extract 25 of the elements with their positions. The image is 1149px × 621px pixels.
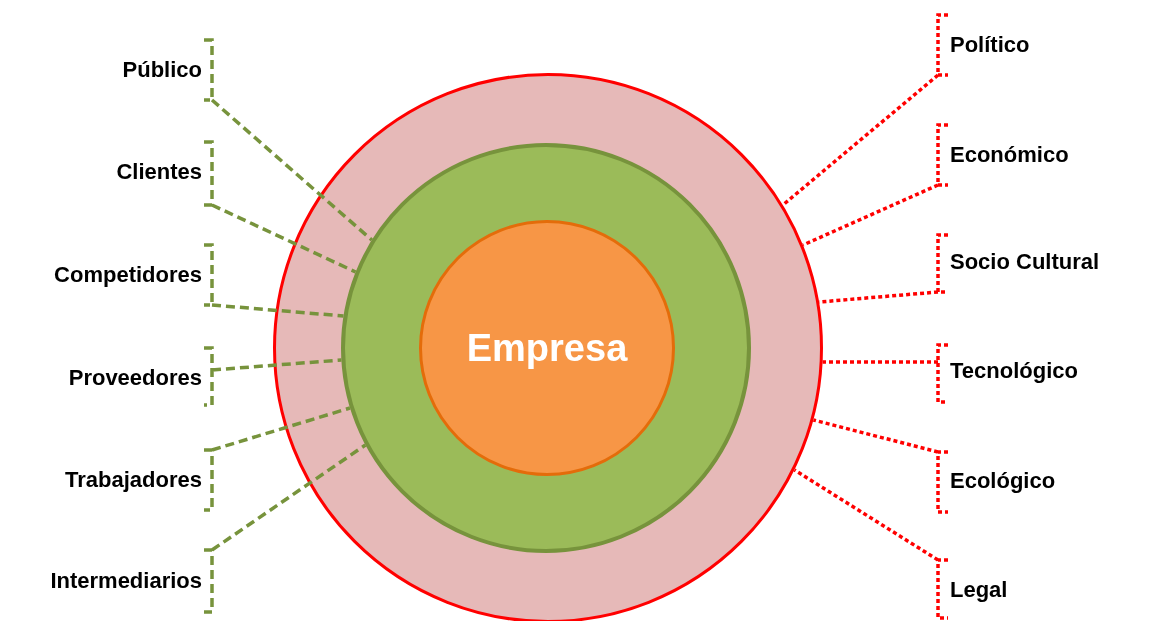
leader-line [811,418,950,514]
factor-label: Ecológico [950,468,1056,494]
factor-label: Público [122,57,202,83]
leader-line [792,468,950,620]
factor-label: Político [950,32,1030,58]
leader-line [202,38,374,242]
factor-label: Clientes [116,159,202,185]
leader-line [202,406,352,512]
factor-label: Trabajadores [65,467,202,493]
factor-label: Legal [950,577,1008,603]
factor-label: Económico [950,142,1069,168]
factor-label: Tecnológico [950,358,1078,384]
leader-line [817,233,950,304]
leader-line [202,346,344,407]
factor-label: Socio Cultural [950,249,1100,275]
leader-line [820,343,950,404]
leader-line [202,443,368,614]
center-label: Empresa [466,326,628,370]
leader-line [202,243,346,318]
leader-line [801,123,950,247]
factor-label: Competidores [54,262,202,288]
leader-line [202,140,358,274]
factor-label: Proveedores [68,365,202,391]
leader-line [781,13,950,207]
factor-label: Intermediarios [50,568,202,594]
